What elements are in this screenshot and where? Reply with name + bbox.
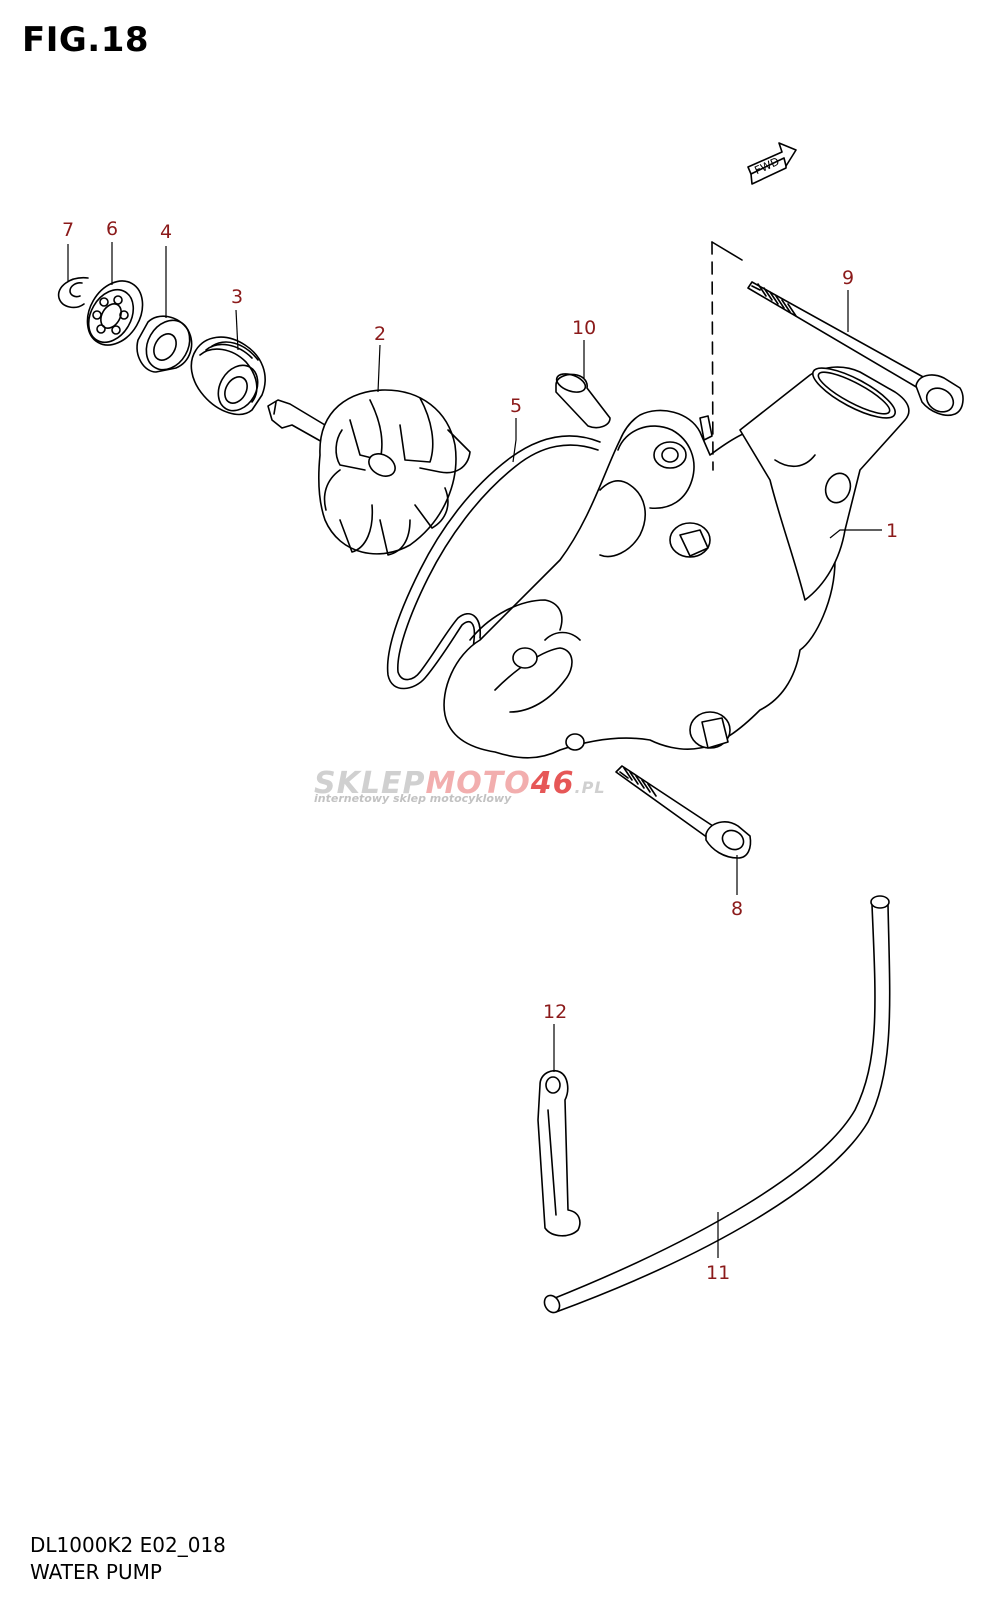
fwd-label: FWD — [753, 155, 782, 177]
watermark-brand-number: 46 — [530, 766, 575, 801]
part-7-circlip[interactable] — [57, 277, 89, 309]
fwd-arrow-icon: FWD — [747, 142, 797, 185]
callout-7: 7 — [62, 219, 74, 241]
leader-lines — [67, 242, 882, 1258]
part-6-bearing[interactable] — [76, 271, 153, 355]
watermark-brand-part2: MOTO — [425, 766, 530, 801]
callout-11: 11 — [706, 1262, 730, 1284]
part-3-mechanical-seal[interactable] — [190, 336, 266, 418]
callout-12: 12 — [543, 1001, 567, 1023]
callout-3: 3 — [231, 286, 243, 308]
watermark-brand-part1: SKLEP — [314, 766, 425, 801]
figure-title: FIG.18 — [22, 20, 150, 60]
watermark-logo: SKLEPMOTO46.PL internetowy sklep motocyk… — [314, 766, 606, 805]
model-code: DL1000K2 E02_018 — [30, 1533, 226, 1557]
callout-4: 4 — [160, 221, 172, 243]
part-2-impeller[interactable] — [267, 389, 471, 556]
part-1-water-pump-case[interactable] — [443, 241, 910, 759]
part-9-long-bolt[interactable] — [711, 241, 964, 417]
callout-5: 5 — [510, 395, 522, 417]
watermark-tagline: internetowy sklep motocyklowy — [314, 792, 512, 805]
part-5-o-ring[interactable] — [386, 435, 601, 691]
callout-2: 2 — [374, 323, 386, 345]
part-8-short-bolt[interactable] — [615, 765, 752, 859]
callout-6: 6 — [106, 218, 118, 240]
part-4-seal[interactable] — [136, 312, 198, 377]
callout-1: 1 — [886, 520, 898, 542]
part-11-hose[interactable] — [541, 895, 891, 1315]
callout-8: 8 — [731, 898, 743, 920]
watermark-brand-tld: .PL — [575, 778, 606, 797]
callout-numbers: 1 2 3 4 5 6 7 8 9 10 11 12 — [62, 218, 898, 1284]
part-12-clamp[interactable] — [537, 1069, 581, 1237]
part-10-dowel-pin[interactable] — [554, 370, 611, 429]
callout-9: 9 — [842, 267, 854, 289]
section-name: WATER PUMP — [30, 1560, 162, 1584]
callout-10: 10 — [572, 317, 596, 339]
svg-text:SKLEPMOTO46.PL: SKLEPMOTO46.PL — [314, 766, 606, 801]
